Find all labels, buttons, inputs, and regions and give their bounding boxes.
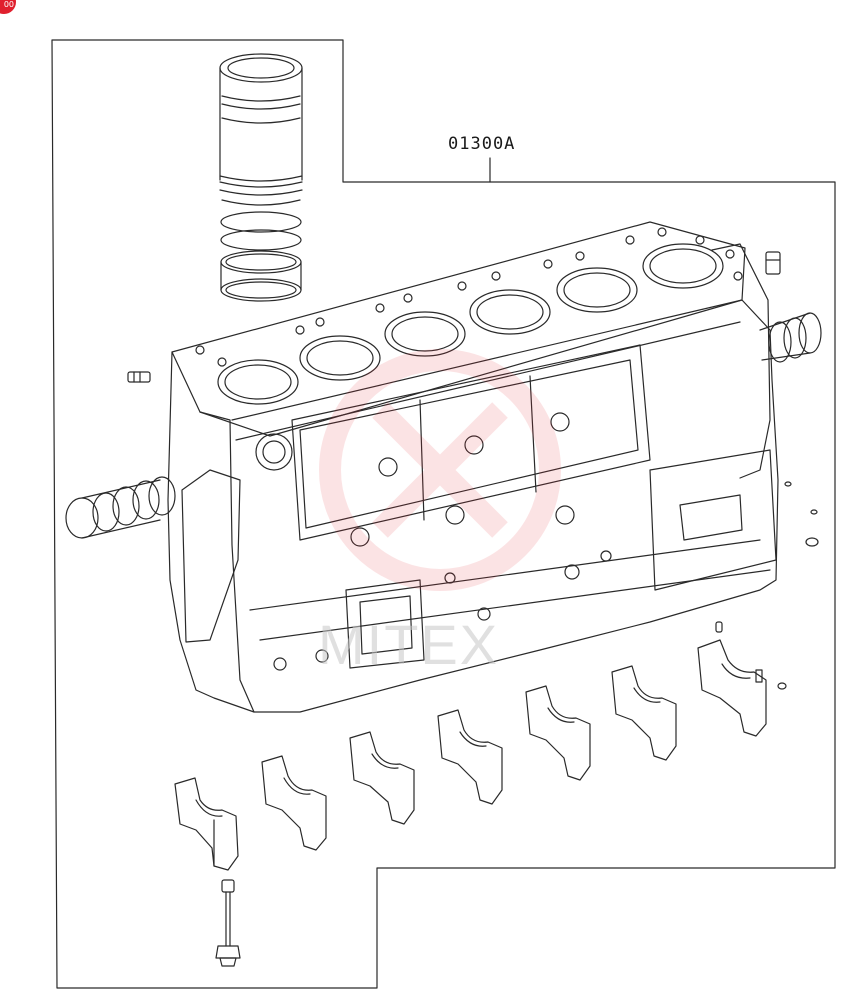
main-bearing-cap-1 bbox=[174, 777, 239, 871]
watermark-logo-gear bbox=[319, 349, 561, 591]
rear-camshaft-bushing bbox=[759, 312, 822, 363]
main-bearing-cap-bolt bbox=[215, 879, 241, 967]
main-bearing-cap-3 bbox=[349, 731, 415, 825]
main-bearing-cap-5 bbox=[525, 685, 591, 781]
cylinder-block bbox=[167, 221, 779, 713]
main-bearing-cap-6 bbox=[611, 665, 677, 761]
plug-right-top bbox=[765, 251, 781, 275]
front-camshaft-bushing bbox=[65, 476, 176, 539]
main-bearing-cap-7 bbox=[697, 639, 767, 737]
plug-left bbox=[127, 371, 151, 383]
watermark-text: MITEX bbox=[318, 613, 500, 676]
corner-badge: 00 bbox=[0, 0, 16, 14]
kit-boundary-frame bbox=[51, 39, 836, 989]
dowel-pins-right bbox=[715, 481, 819, 690]
liner-o-rings bbox=[220, 211, 302, 302]
assembly-callout-label: 01300A bbox=[448, 134, 516, 154]
main-bearing-cap-4 bbox=[437, 709, 503, 805]
cylinder-liner bbox=[219, 53, 303, 206]
main-bearing-cap-2 bbox=[261, 755, 327, 851]
